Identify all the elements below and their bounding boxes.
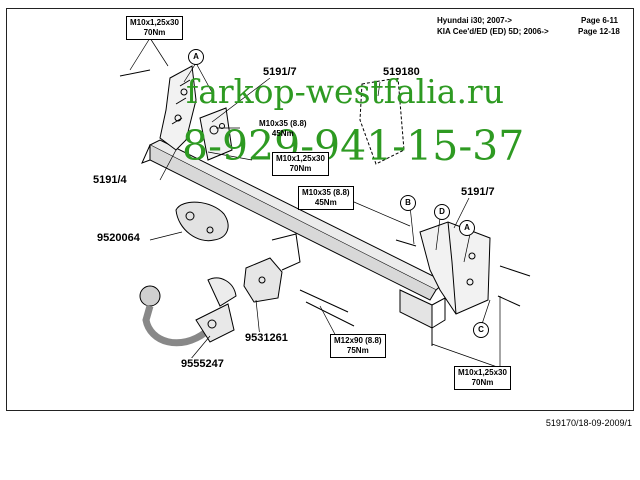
part-519180-outline — [359, 77, 405, 165]
callout-b-right: B — [400, 195, 416, 211]
drawing-number: 519170/18-09-2009/1 — [545, 418, 632, 428]
torque-value: 70Nm — [289, 164, 312, 173]
ball-socket-9520064 — [175, 201, 229, 242]
part-label-5191-4: 5191/4 — [92, 174, 128, 186]
right-side-bracket — [419, 221, 491, 315]
torque-bolt: M10x1,25x30 — [458, 368, 507, 377]
header-page-line-2: Page 12-18 — [578, 27, 620, 36]
torque-bolt: M12x90 (8.8) — [334, 336, 382, 345]
watermark-site: farkop-westfalia.ru — [186, 72, 504, 111]
torque-value: 75Nm — [346, 346, 369, 355]
torque-value: 45Nm — [271, 129, 294, 138]
callout-a-right: A — [459, 220, 475, 236]
callout-c-right: C — [473, 322, 489, 338]
torque-box-top: M10x1,25x30 70Nm — [126, 16, 183, 40]
bolts — [119, 69, 531, 346]
torque-box-right: M10x35 (8.8) 45Nm — [298, 186, 354, 210]
torque-bolt: M10x35 (8.8) — [259, 119, 307, 128]
part-label-9555247: 9555247 — [180, 358, 225, 370]
middle-bracket — [199, 107, 233, 161]
ball-arm-9555247 — [139, 277, 237, 347]
torque-value: 70Nm — [143, 28, 166, 37]
part-label-519180: 519180 — [382, 66, 421, 78]
part-label-5191-7-right: 5191/7 — [460, 186, 496, 198]
watermark-phone: 8-929-941-15-37 — [182, 122, 525, 170]
callout-d-right: D — [434, 204, 450, 220]
torque-box-bottom: M10x1,25x30 70Nm — [454, 366, 511, 390]
torque-bolt: M10x1,25x30 — [130, 18, 179, 27]
torque-box-mid-1: M10x35 (8.8) 45Nm — [256, 118, 310, 140]
torque-box-m12: M12x90 (8.8) 75Nm — [330, 334, 386, 358]
torque-bolt: M10x1,25x30 — [276, 154, 325, 163]
part-label-5191-7-left: 5191/7 — [262, 66, 298, 78]
part-label-9520064: 9520064 — [96, 232, 141, 244]
header-page-line-1: Page 6-11 — [581, 16, 618, 25]
torque-value: 45Nm — [314, 198, 337, 207]
torque-box-mid-2: M10x1,25x30 70Nm — [272, 152, 329, 176]
torque-value: 70Nm — [471, 378, 494, 387]
torque-bolt: M10x35 (8.8) — [302, 188, 350, 197]
part-label-9531261: 9531261 — [244, 332, 289, 344]
left-side-bracket — [159, 65, 197, 151]
callout-a-left: A — [188, 49, 204, 65]
drawing-frame — [6, 8, 634, 411]
header-model-line-1: Hyundai i30; 2007-> — [437, 16, 512, 25]
leader-lines — [129, 37, 501, 369]
header-model-line-2: KIA Cee'd/ED (ED) 5D; 2006-> — [437, 27, 549, 36]
socket-bracket-9531261 — [243, 233, 301, 303]
cross-beam — [141, 139, 446, 329]
